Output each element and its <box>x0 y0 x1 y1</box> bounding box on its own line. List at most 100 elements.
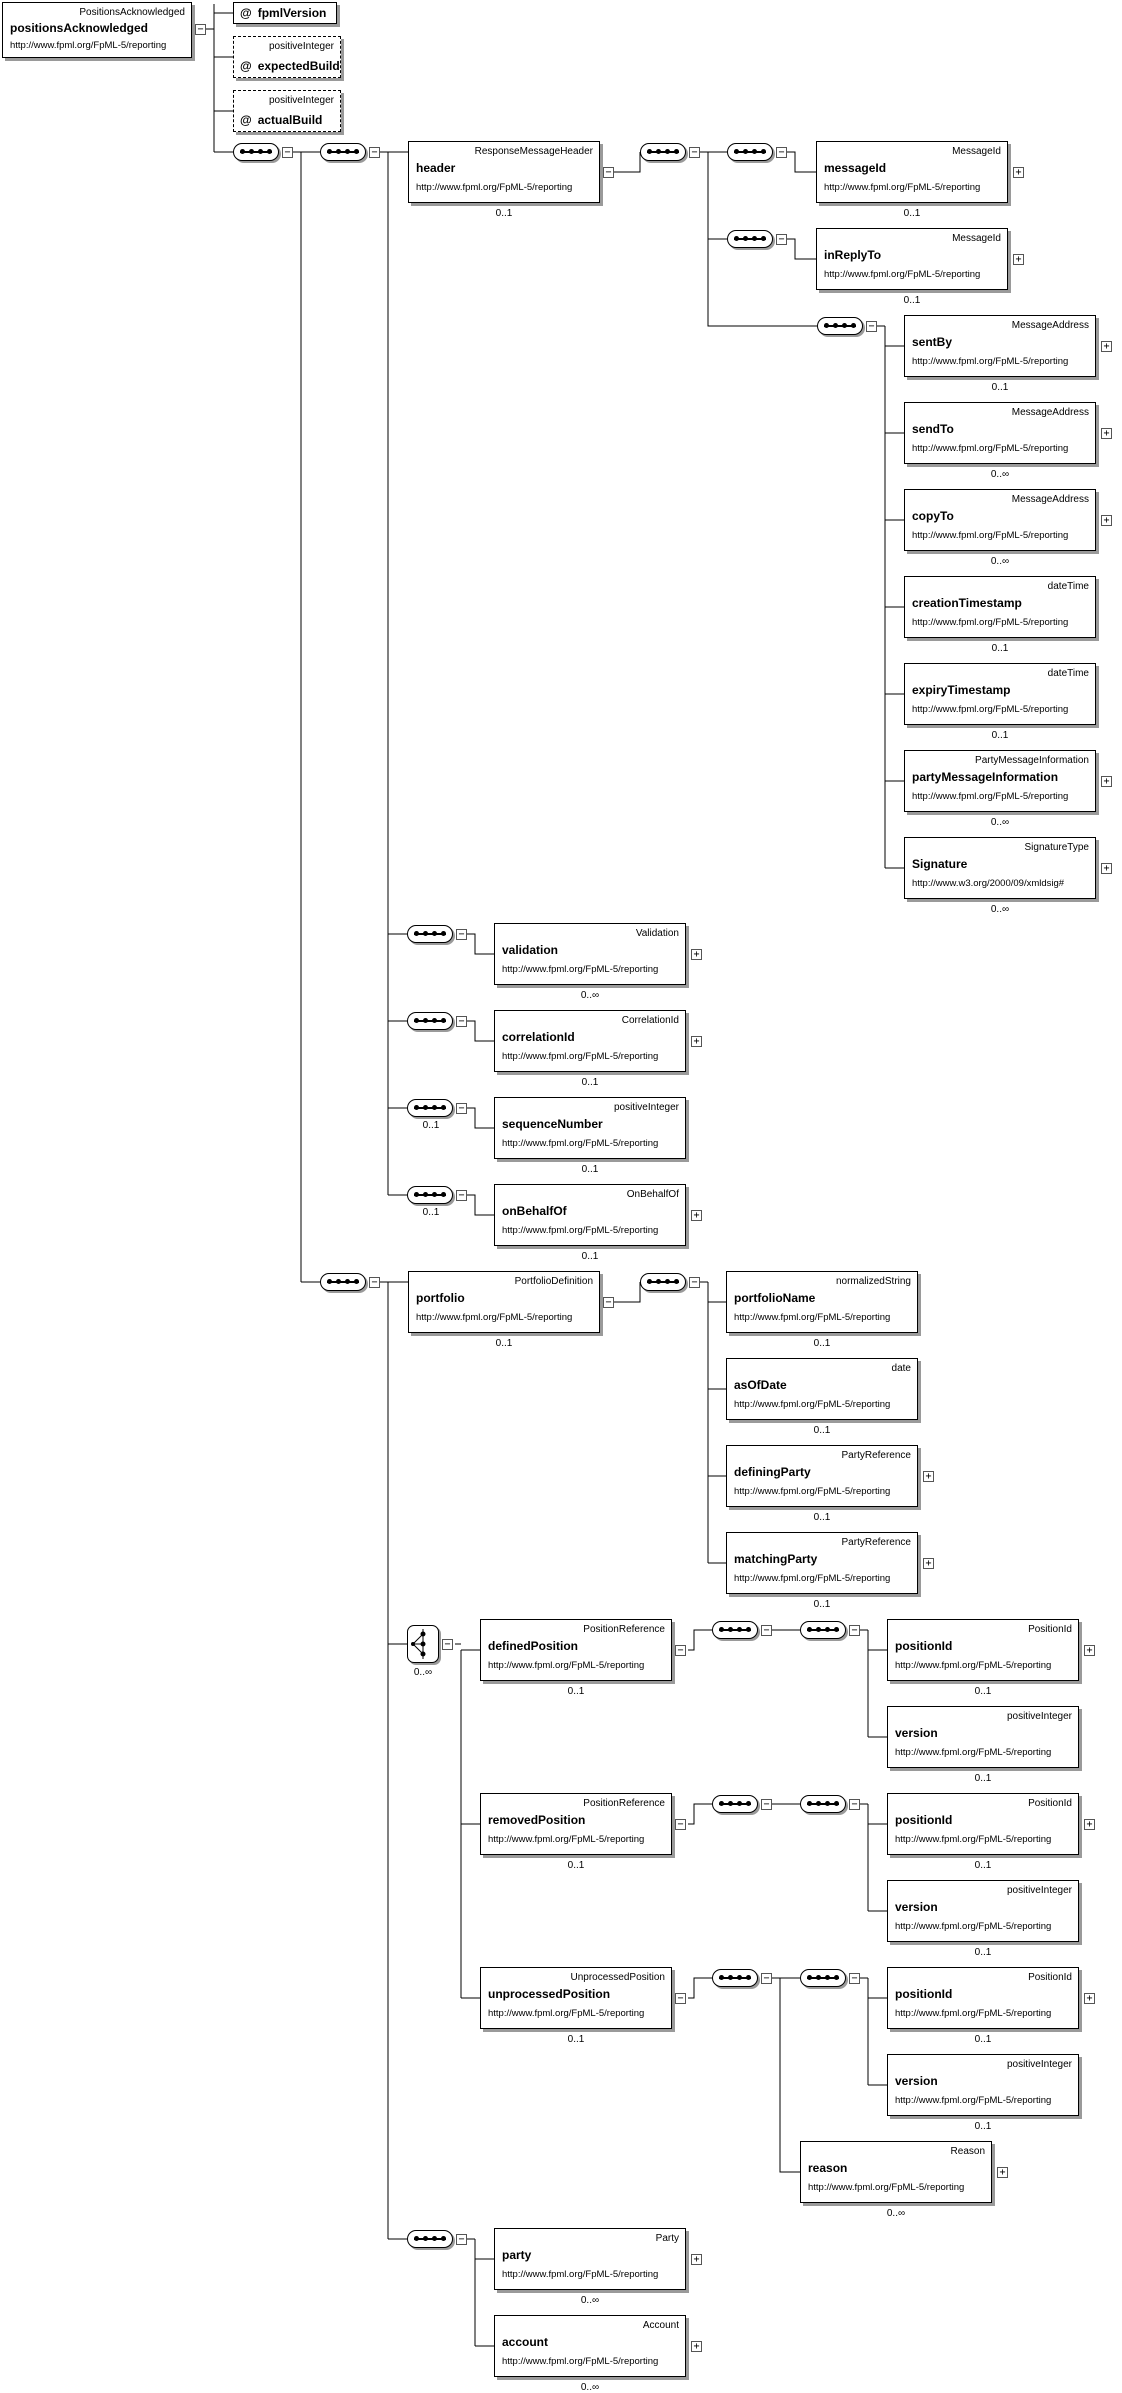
attribute-type: positiveInteger <box>268 41 334 52</box>
seq-validation-toggle[interactable]: − <box>456 929 467 940</box>
attribute-fpmlVersion[interactable]: @fpmlVersion <box>233 2 337 24</box>
definedPosition-collapse-toggle[interactable]: − <box>675 1645 686 1656</box>
correlationId-expand-toggle[interactable]: + <box>691 1036 702 1047</box>
seq-portfolio-toggle[interactable]: − <box>689 1277 700 1288</box>
element-occurrence: 0..1 <box>813 1425 831 1436</box>
unprocessedPositionId-expand-toggle[interactable]: + <box>1084 1993 1095 2004</box>
attribute-actualBuild[interactable]: positiveInteger@actualBuild <box>233 90 341 132</box>
sequence-icon <box>719 1801 751 1806</box>
attribute-expectedBuild[interactable]: positiveInteger@expectedBuild <box>233 36 341 78</box>
seq-unprocessed-a-toggle[interactable]: − <box>761 1973 772 1984</box>
definedPositionId-expand-toggle[interactable]: + <box>1084 1645 1095 1656</box>
messageId-expand-toggle[interactable]: + <box>1013 167 1024 178</box>
seq-header-group-toggle[interactable]: − <box>369 147 380 158</box>
onBehalfOf-expand-toggle[interactable]: + <box>691 1210 702 1221</box>
partyMessageInformation-expand-toggle[interactable]: + <box>1101 776 1112 787</box>
seq-portfolio-group-toggle[interactable]: − <box>369 1277 380 1288</box>
seq-parties-toggle[interactable]: − <box>456 2234 467 2245</box>
seq-unprocessed-b-toggle[interactable]: − <box>849 1973 860 1984</box>
element-occurrence: 0..1 <box>581 1251 599 1262</box>
element-type: positiveInteger <box>1006 1711 1072 1722</box>
seq-correlation-toggle[interactable]: − <box>456 1016 467 1027</box>
signature-expand-toggle[interactable]: + <box>1101 863 1112 874</box>
seq-header-toggle[interactable]: − <box>689 147 700 158</box>
element-namespace: http://www.fpml.org/FpML-5/reporting <box>912 704 1069 715</box>
account-expand-toggle[interactable]: + <box>691 2341 702 2352</box>
sequence-icon <box>807 1627 839 1632</box>
element-namespace: http://www.fpml.org/FpML-5/reporting <box>502 2269 659 2280</box>
seq-root-toggle[interactable]: − <box>282 147 293 158</box>
seq-addresses-toggle[interactable]: − <box>866 321 877 332</box>
seq-on-behalf-of-toggle[interactable]: − <box>456 1190 467 1201</box>
matchingParty-expand-toggle[interactable]: + <box>923 1558 934 1569</box>
element-occurrence: 0..1 <box>813 1338 831 1349</box>
element-namespace: http://www.w3.org/2000/09/xmldsig# <box>912 878 1065 889</box>
element-type: Reason <box>950 2146 985 2157</box>
element-namespace: http://www.fpml.org/FpML-5/reporting <box>824 269 981 280</box>
sequence-icon <box>734 149 766 154</box>
party-expand-toggle[interactable]: + <box>691 2254 702 2265</box>
element-occurrence: 0..∞ <box>990 904 1010 915</box>
choice-toggle[interactable]: − <box>442 1639 453 1650</box>
sequence-icon <box>414 1192 446 1197</box>
reason-expand-toggle[interactable]: + <box>997 2167 1008 2178</box>
seq-removed-b-toggle[interactable]: − <box>849 1799 860 1810</box>
copyTo-expand-toggle[interactable]: + <box>1101 515 1112 526</box>
seq-defined-b-compositor <box>800 1621 846 1639</box>
definingParty-expand-toggle[interactable]: + <box>923 1471 934 1482</box>
validation-expand-toggle[interactable]: + <box>691 949 702 960</box>
inReplyTo-expand-toggle[interactable]: + <box>1013 254 1024 265</box>
root-collapse-toggle[interactable]: − <box>195 24 206 35</box>
element-namespace: http://www.fpml.org/FpML-5/reporting <box>734 1312 891 1323</box>
portfolio-collapse-toggle[interactable]: − <box>603 1297 614 1308</box>
element-name: definingParty <box>734 1465 811 1479</box>
element-occurrence: 0..∞ <box>580 2382 600 2393</box>
seq-defined-a-toggle[interactable]: − <box>761 1625 772 1636</box>
removedPosition-collapse-toggle[interactable]: − <box>675 1819 686 1830</box>
seq-message-id-toggle[interactable]: − <box>776 147 787 158</box>
seq-removed-a-toggle[interactable]: − <box>761 1799 772 1810</box>
removedPositionId-expand-toggle[interactable]: + <box>1084 1819 1095 1830</box>
seq-defined-b-toggle[interactable]: − <box>849 1625 860 1636</box>
unprocessedPosition-collapse-toggle[interactable]: − <box>675 1993 686 2004</box>
sentBy-expand-toggle[interactable]: + <box>1101 341 1112 352</box>
seq-sequence-number-toggle[interactable]: − <box>456 1103 467 1114</box>
sendTo-expand-toggle[interactable]: + <box>1101 428 1112 439</box>
element-name: correlationId <box>502 1030 575 1044</box>
seq-in-reply-to-toggle[interactable]: − <box>776 234 787 245</box>
header-collapse-toggle[interactable]: − <box>603 167 614 178</box>
element-type: normalizedString <box>835 1276 911 1287</box>
